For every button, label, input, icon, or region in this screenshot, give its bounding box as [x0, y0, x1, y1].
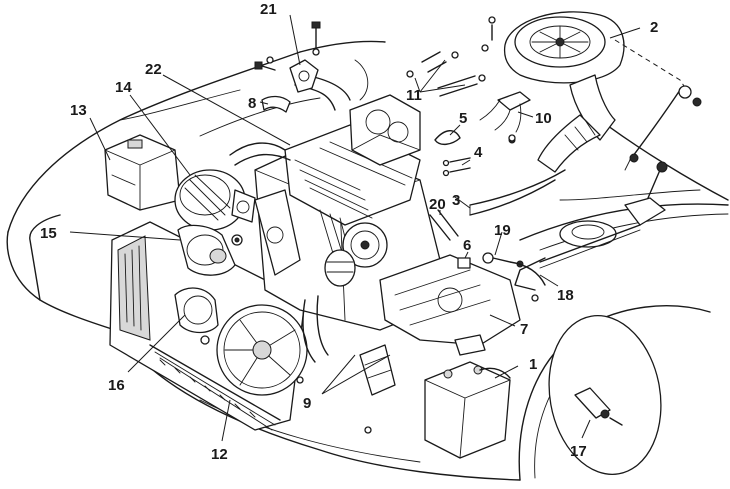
wiring-harness: [479, 91, 531, 144]
wheel-sensor: [574, 387, 623, 426]
callout-12: 12: [211, 446, 228, 463]
bracket-21: [289, 59, 319, 93]
callout-8: 8: [248, 95, 256, 112]
bolt-19: [482, 252, 524, 268]
callout-10: 10: [535, 110, 552, 127]
cooling-fan: [174, 287, 308, 396]
engine-mount: [359, 344, 396, 396]
clutch-cable: [509, 261, 546, 286]
callout-5: 5: [459, 110, 467, 127]
callout-7: 7: [520, 321, 528, 338]
callout-9: 9: [303, 395, 311, 412]
mounting-dashed-line: [614, 39, 691, 96]
callout-3: 3: [452, 192, 460, 209]
misc-fasteners: [200, 16, 639, 434]
gearshift-linkage: [514, 161, 668, 291]
brace-bolt-head: [678, 85, 692, 99]
carburetor: [349, 94, 421, 166]
bolt-top: [311, 21, 321, 56]
bolt-left: [254, 61, 276, 71]
car-body-outline: [6, 40, 729, 481]
callout-18: 18: [557, 287, 574, 304]
studs: [442, 157, 471, 177]
sensor-6: [457, 257, 471, 269]
callout-20: 20: [429, 196, 446, 213]
callout-14: 14: [115, 79, 132, 96]
callout-2: 2: [650, 19, 658, 36]
battery: [424, 361, 511, 459]
gearbox: [379, 254, 521, 356]
pipe-20: [429, 209, 459, 241]
leader-lines: [69, 14, 641, 442]
callout-22: 22: [145, 61, 162, 78]
callout-6: 6: [463, 237, 471, 254]
callout-11: 11: [406, 87, 422, 104]
callout-15: 15: [40, 225, 57, 242]
callout-labels: 1 2 3 4 5 6 7 8 9 10 11 12 13 14 15 16 1…: [40, 1, 658, 463]
alternator: [174, 169, 256, 231]
callout-1: 1: [529, 356, 537, 373]
callout-13: 13: [70, 102, 87, 119]
nut-top-right: [692, 97, 702, 107]
spring-clip: [434, 130, 461, 145]
callout-4: 4: [474, 144, 483, 161]
air-cleaner-brace: [629, 89, 681, 161]
pipes: [406, 51, 486, 97]
callout-19: 19: [494, 222, 511, 239]
starter-motor: [177, 224, 236, 276]
callout-17: 17: [570, 443, 587, 460]
callout-16: 16: [108, 377, 125, 394]
air-cleaner: [469, 11, 625, 216]
hose-clip: [261, 95, 291, 113]
brace-lower: [624, 159, 631, 171]
callout-21: 21: [260, 1, 277, 18]
